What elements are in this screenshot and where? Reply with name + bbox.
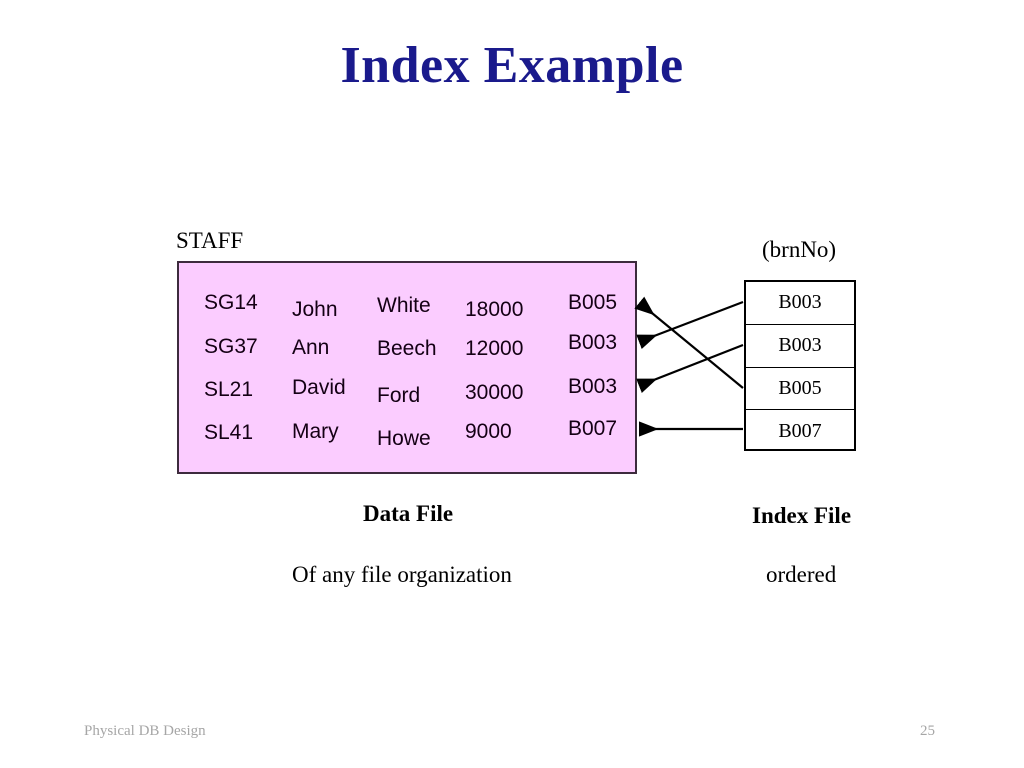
data-file-subcaption: Of any file organization <box>292 562 512 587</box>
pointer-arrow <box>634 296 744 389</box>
index-file-box: B003 B003 B005 B007 <box>744 280 856 451</box>
index-file-caption: Index File <box>752 503 852 528</box>
page-title: Index Example <box>340 37 684 94</box>
index-entry-row: B003 <box>746 282 854 325</box>
data-cell-salary: 9000 <box>465 420 512 443</box>
data-file-caption: Data File <box>363 501 454 526</box>
data-cell-salary: 18000 <box>465 298 524 321</box>
data-cell-fname: David <box>292 376 346 399</box>
data-file-box: SG14 John White 18000 B005 SG37 Ann Beec… <box>177 261 637 474</box>
data-cell-branchno: B007 <box>568 417 618 440</box>
data-cell-fname: Ann <box>292 336 330 359</box>
data-cell-lname: Howe <box>377 427 431 450</box>
index-entry-value: B003 <box>778 334 822 357</box>
index-entry-value: B003 <box>778 291 822 314</box>
pointer-arrow <box>636 343 744 393</box>
data-cell-staffno: SL41 <box>204 421 254 444</box>
data-cell-lname: Beech <box>377 337 437 360</box>
data-file-table-label: STAFF <box>176 228 244 253</box>
index-file-key-label: (brnNo) <box>762 237 837 262</box>
data-cell-staffno: SG37 <box>204 335 258 358</box>
data-cell-branchno: B003 <box>568 331 618 354</box>
index-entry-row: B007 <box>746 410 854 453</box>
data-cell-lname: White <box>377 294 431 317</box>
data-cell-branchno: B003 <box>568 375 618 398</box>
data-cell-fname: John <box>292 298 338 321</box>
pointer-arrow <box>636 300 744 349</box>
index-entry-value: B005 <box>778 376 822 399</box>
data-cell-salary: 12000 <box>465 337 524 360</box>
data-cell-fname: Mary <box>292 420 339 443</box>
index-entry-row: B003 <box>746 325 854 368</box>
data-cell-salary: 30000 <box>465 381 524 404</box>
index-file-subcaption: ordered <box>766 562 837 587</box>
data-cell-staffno: SL21 <box>204 378 254 401</box>
index-entry-row: B005 <box>746 368 854 411</box>
data-cell-lname: Ford <box>377 384 421 407</box>
footer-deck-name: Physical DB Design <box>84 723 206 739</box>
footer-page-number: 25 <box>920 723 935 739</box>
index-entry-value: B007 <box>778 420 822 443</box>
data-cell-staffno: SG14 <box>204 291 258 314</box>
data-cell-branchno: B005 <box>568 291 618 314</box>
